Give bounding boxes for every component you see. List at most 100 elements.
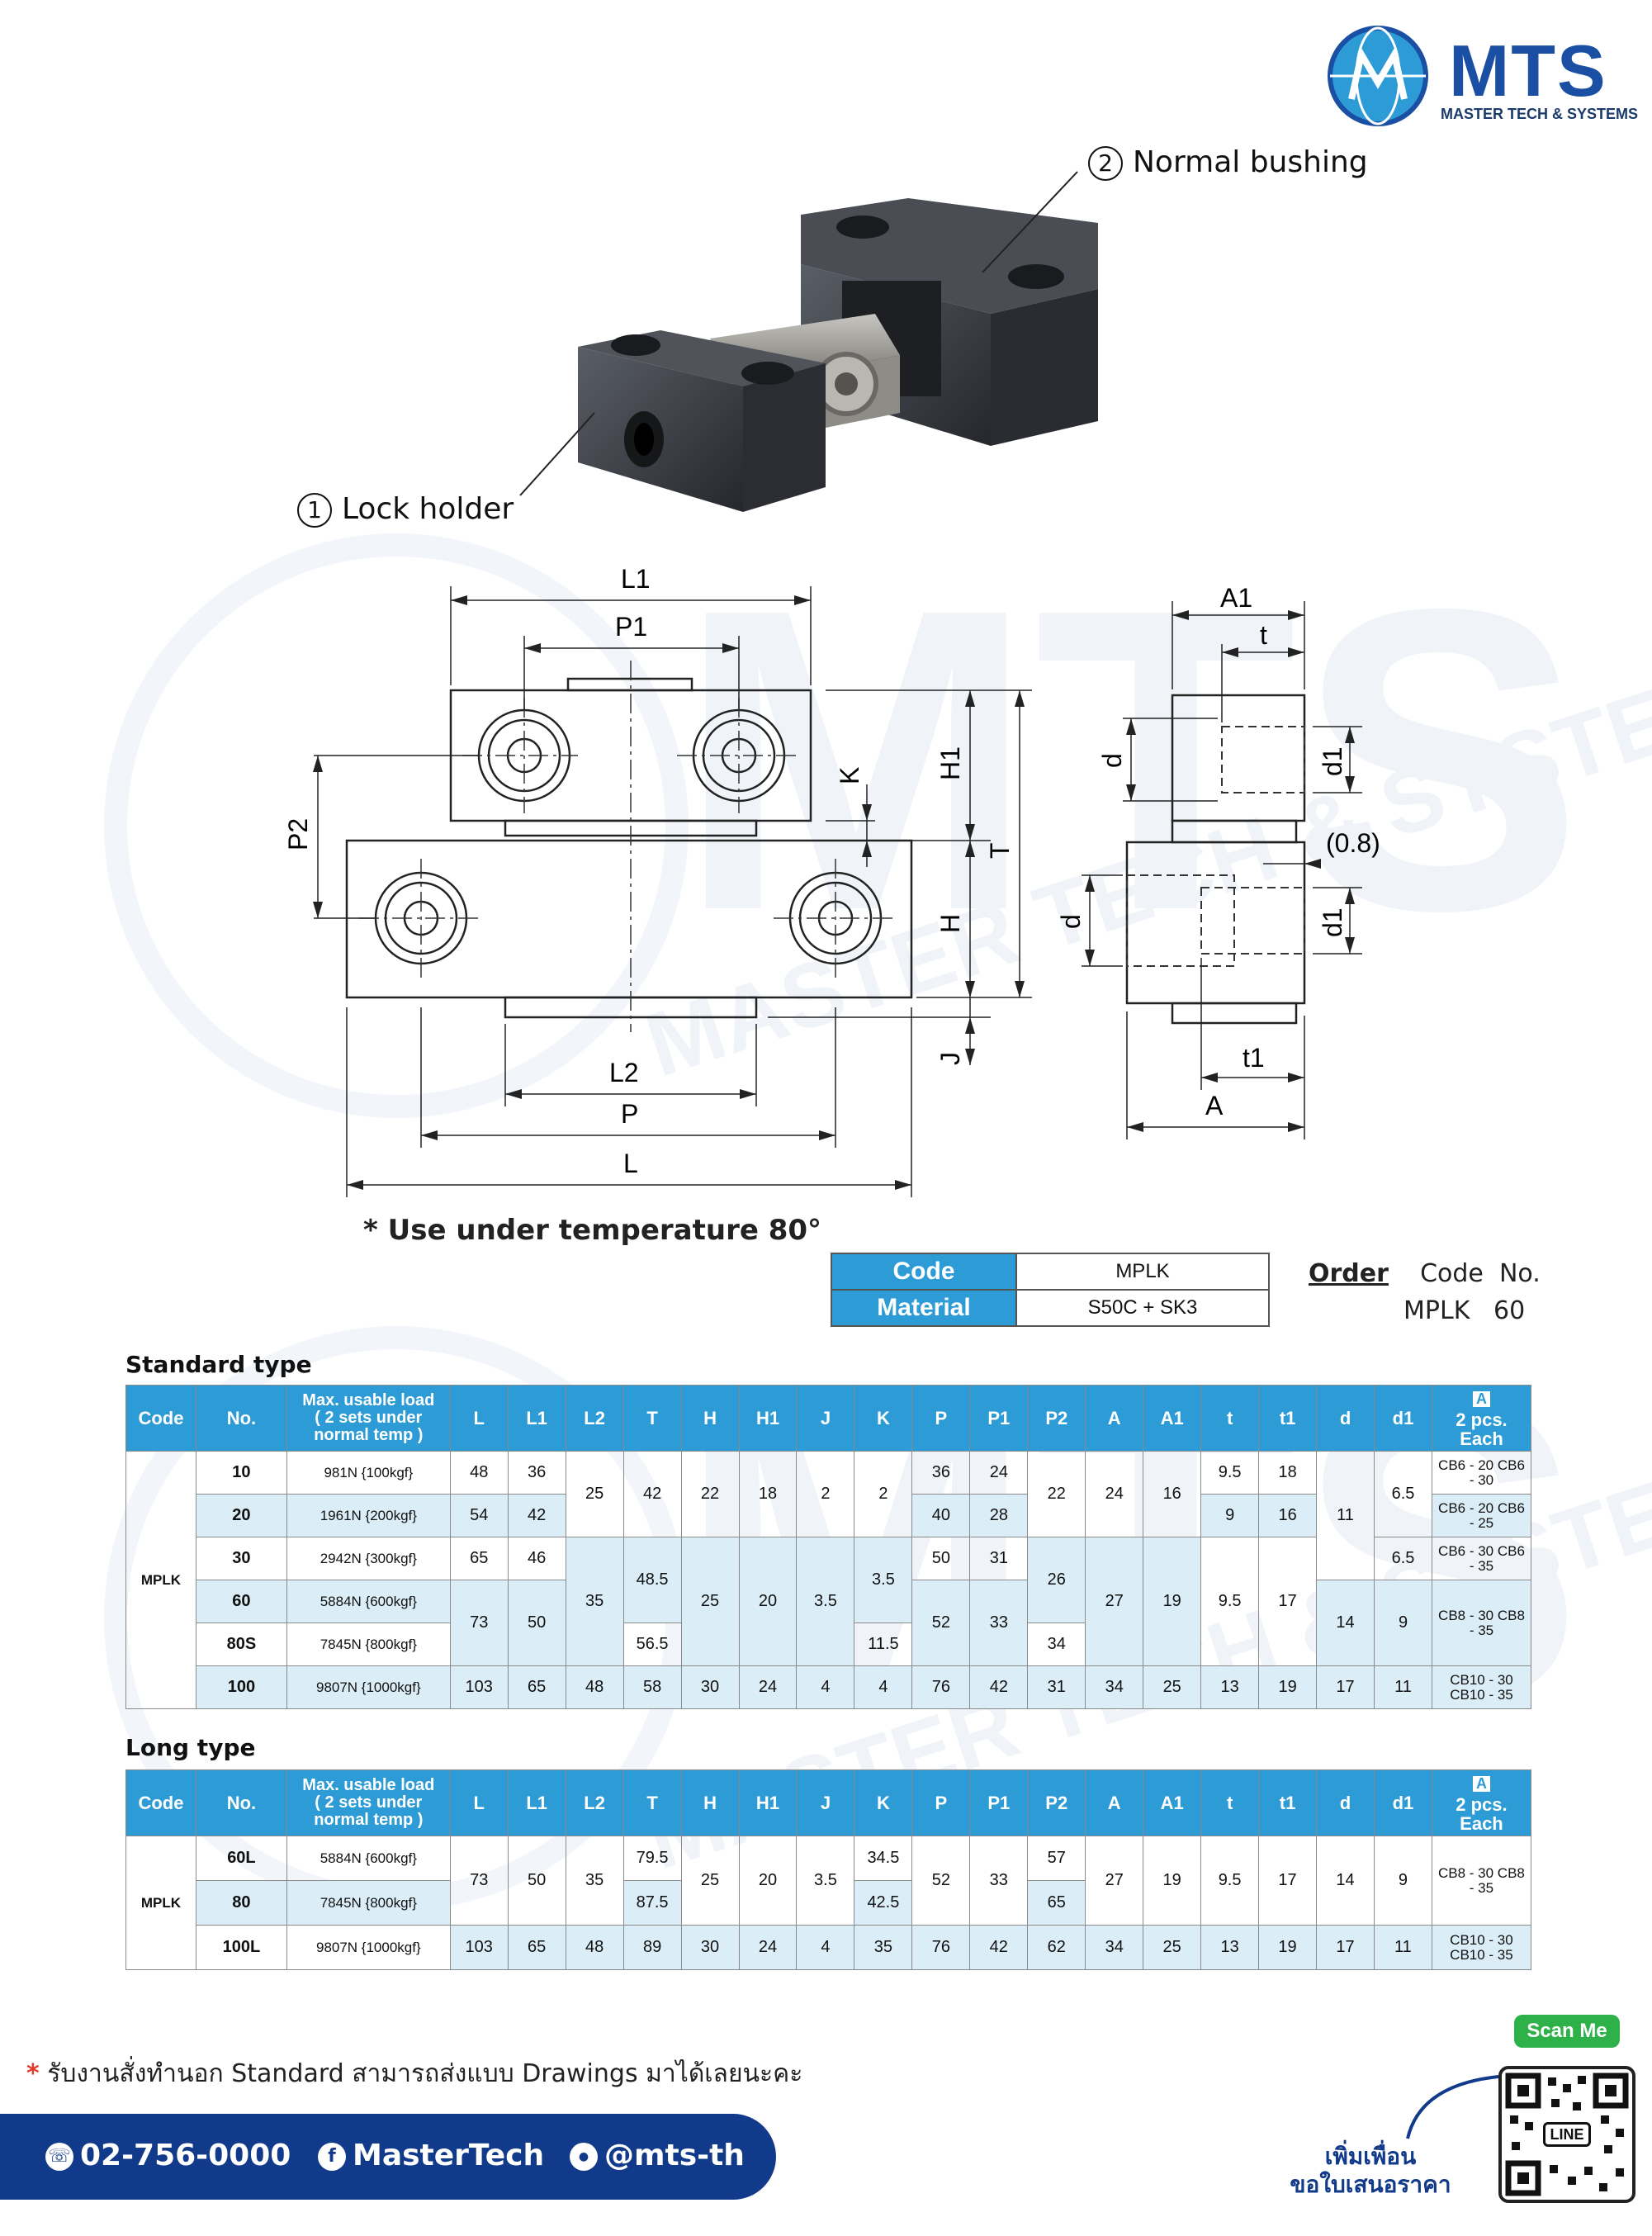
long-title: Long type bbox=[125, 1734, 256, 1761]
phone-icon: ☏ bbox=[45, 2143, 73, 2171]
col-A1: A1 bbox=[1143, 1385, 1202, 1452]
col-A1: A1 bbox=[1143, 1769, 1202, 1836]
col-t: t bbox=[1200, 1385, 1260, 1452]
spec-material-value: S50C + SK3 bbox=[1015, 1289, 1270, 1327]
dim-J: J bbox=[935, 1052, 965, 1065]
callout-label: Lock holder bbox=[342, 492, 514, 526]
col-L: L bbox=[449, 1385, 509, 1452]
dim-K: K bbox=[835, 767, 864, 784]
col-H: H bbox=[680, 1385, 740, 1452]
dim-P2: P2 bbox=[283, 818, 313, 850]
table-row: 80S 7845N {800kgf} 56.5 11.5 34 bbox=[126, 1623, 1531, 1666]
col-L2: L2 bbox=[565, 1385, 624, 1452]
col-d: d bbox=[1316, 1385, 1375, 1452]
order-no-label: No. bbox=[1498, 1259, 1541, 1288]
col-no: No. bbox=[195, 1769, 287, 1836]
brand-tagline: MASTER TECH & SYSTEMS bbox=[1441, 106, 1639, 122]
col-code: Code bbox=[125, 1385, 196, 1452]
qr-line-label: LINE bbox=[1543, 2122, 1591, 2147]
col-H1: H1 bbox=[738, 1769, 798, 1836]
qr-pattern-icon bbox=[1505, 2073, 1629, 2196]
col-T: T bbox=[622, 1769, 682, 1836]
standard-title: Standard type bbox=[125, 1351, 312, 1378]
col-L1: L1 bbox=[507, 1769, 566, 1836]
phone-contact[interactable]: ☏02-756-0000 bbox=[45, 2139, 291, 2172]
custom-order-note: * รับงานสั่งทำนอก Standard สามารถส่งแบบ … bbox=[26, 2054, 802, 2093]
col-H1: H1 bbox=[738, 1385, 798, 1452]
col-P1: P1 bbox=[969, 1769, 1029, 1836]
col-P: P bbox=[911, 1769, 971, 1836]
asterisk-icon: * bbox=[26, 2059, 40, 2088]
order-example-no: 60 bbox=[1493, 1296, 1526, 1325]
col-T: T bbox=[622, 1385, 682, 1452]
col-t1: t1 bbox=[1258, 1385, 1318, 1452]
col-L1: L1 bbox=[507, 1385, 566, 1452]
dim-P: P bbox=[621, 1099, 638, 1129]
dim-A: A bbox=[1205, 1091, 1224, 1120]
col-t1: t1 bbox=[1258, 1769, 1318, 1836]
dim-d1-lower: d1 bbox=[1318, 907, 1347, 937]
spec-material-label: Material bbox=[831, 1289, 1017, 1327]
table-row: 20 1961N {200kgf} 54 42 40 28 9 16 CB6 -… bbox=[126, 1494, 1532, 1537]
order-label: Order bbox=[1309, 1259, 1389, 1288]
col-P: P bbox=[911, 1385, 971, 1452]
table-row: 100 9807N {1000kgf} 103 65 48 58 30 24 4… bbox=[126, 1665, 1532, 1709]
callout-label: Normal bushing bbox=[1133, 145, 1368, 179]
facebook-name: MasterTech bbox=[353, 2139, 545, 2172]
facebook-icon: f bbox=[318, 2143, 346, 2171]
col-d: d bbox=[1316, 1769, 1375, 1836]
custom-order-text: รับงานสั่งทำนอก Standard สามารถส่งแบบ Dr… bbox=[47, 2059, 803, 2088]
dim-d-upper: d bbox=[1097, 753, 1127, 768]
col-H: H bbox=[680, 1769, 740, 1836]
col-P2: P2 bbox=[1027, 1385, 1086, 1452]
line-icon: ● bbox=[570, 2143, 598, 2171]
product-photo bbox=[578, 198, 1098, 512]
order-example-code: MPLK bbox=[1403, 1296, 1470, 1325]
table-row: MPLK 60L 5884N {600kgf} 73 50 35 79.5 25… bbox=[125, 1836, 1532, 1970]
callout-leaders bbox=[519, 171, 1078, 496]
add-friend-line-2: ขอใบเสนอราคา bbox=[1290, 2171, 1451, 2198]
table-row: MPLK 10 981N {100kgf} 48 36 25 42 22 18 … bbox=[125, 1451, 1532, 1709]
scan-me-label: Scan Me bbox=[1514, 2015, 1620, 2048]
technical-drawing: L1 P1 P2 K H1 T H J L2 P L bbox=[283, 564, 1380, 1197]
col-P1: P1 bbox=[969, 1385, 1029, 1452]
dim-L1: L1 bbox=[621, 564, 651, 594]
dim-P1: P1 bbox=[615, 612, 647, 642]
dim-H1: H1 bbox=[935, 746, 965, 780]
temperature-note: * Use under temperature 80° bbox=[363, 1214, 822, 1247]
order-code: Order Code No. MPLK 60 bbox=[1309, 1255, 1541, 1329]
qr-code[interactable]: LINE bbox=[1498, 2066, 1635, 2203]
col-d1: d1 bbox=[1373, 1769, 1432, 1836]
dim-T: T bbox=[985, 842, 1015, 859]
contact-bar bbox=[0, 2114, 776, 2200]
col-K: K bbox=[854, 1385, 913, 1452]
dim-A1: A1 bbox=[1220, 583, 1252, 613]
dim-L: L bbox=[623, 1149, 638, 1178]
add-friend-line-1: เพิ่มเพื่อน bbox=[1324, 2143, 1417, 2170]
table-row: 30 2942N {300kgf} 65 46 35 48.5 25 20 3.… bbox=[126, 1537, 1532, 1666]
dim-t1: t1 bbox=[1243, 1043, 1265, 1073]
dim-gap: (0.8) bbox=[1326, 828, 1380, 858]
col-J: J bbox=[796, 1385, 855, 1452]
col-P2: P2 bbox=[1027, 1769, 1086, 1836]
col-t: t bbox=[1200, 1769, 1260, 1836]
globe-logo-icon bbox=[1328, 26, 1428, 126]
dim-t: t bbox=[1260, 620, 1267, 650]
col-code: Code bbox=[125, 1769, 196, 1836]
col-K: K bbox=[854, 1769, 913, 1836]
col-A: A bbox=[1085, 1385, 1144, 1452]
line-contact[interactable]: ●@mts-th bbox=[570, 2139, 745, 2172]
table-row: 100L 9807N {1000kgf} 103 65 48 89 30 24 … bbox=[126, 1925, 1532, 1970]
arrow-icon bbox=[1406, 2075, 1499, 2139]
spec-code-label: Code bbox=[831, 1253, 1017, 1291]
phone-number: 02-756-0000 bbox=[80, 2139, 291, 2172]
line-id: @mts-th bbox=[604, 2139, 745, 2172]
